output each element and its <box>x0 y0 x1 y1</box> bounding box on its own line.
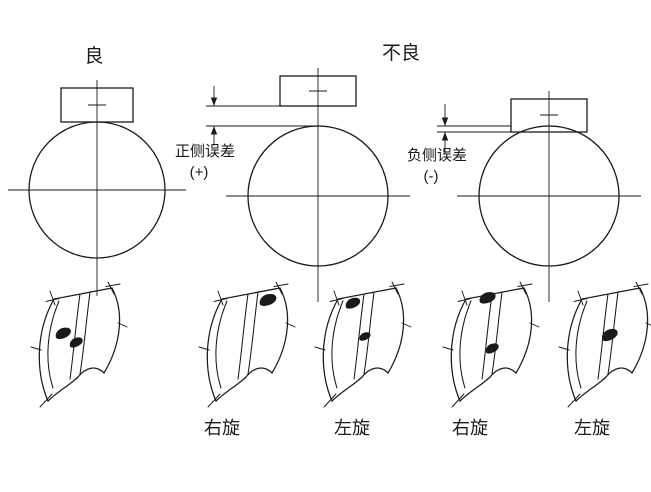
arrowhead-down-icon <box>441 117 449 126</box>
gear-blank-circle <box>478 125 620 267</box>
tooth-contact-sketch-good <box>30 281 128 408</box>
contact-patch <box>53 325 73 341</box>
arrowhead-up-icon <box>210 126 218 135</box>
contact-patch <box>343 295 362 311</box>
tooth-contact-sketch-positive-left-hand <box>314 281 412 408</box>
hand-label-positive-right: 右旋 <box>204 418 240 438</box>
hand-label-positive-left: 左旋 <box>334 418 370 438</box>
hob-block <box>60 87 134 123</box>
negative-error-section: 负侧误差 (-) <box>407 91 641 302</box>
good-gear-section: 良 <box>8 45 186 296</box>
hand-label-negative-left: 左旋 <box>574 418 610 438</box>
arrowhead-up-icon <box>441 132 449 141</box>
tooth-flank-outline <box>198 281 296 408</box>
tooth-flank-outline <box>314 281 412 408</box>
hob-block <box>510 98 588 133</box>
tooth-contact-sketch-negative-right-hand <box>442 281 540 408</box>
arrowhead-down-icon <box>210 97 218 106</box>
negative-error-label: 负侧误差 <box>407 147 467 164</box>
tooth-contact-sketch-negative-left-hand <box>558 281 651 408</box>
negative-error-sign: (-) <box>424 168 439 185</box>
hob-block <box>279 75 357 107</box>
bad-label: 不良 <box>382 42 420 64</box>
negative-error-dimension <box>437 104 511 154</box>
hand-label-negative-right: 右旋 <box>452 418 488 438</box>
contact-patch <box>67 335 85 350</box>
positive-error-section: 正侧误差 (+) <box>175 68 410 302</box>
tooth-flank-outline <box>558 281 651 408</box>
tooth-contact-sketches: 右旋 左旋 右旋 左旋 <box>30 281 651 438</box>
positive-error-dimension <box>206 86 320 146</box>
good-label: 良 <box>84 45 103 67</box>
contact-patch <box>477 290 497 305</box>
positive-error-label: 正侧误差 <box>175 143 235 160</box>
tooth-contact-sketch-positive-right-hand <box>198 281 296 408</box>
contact-patch <box>257 292 278 308</box>
positive-error-sign: (+) <box>190 164 209 181</box>
